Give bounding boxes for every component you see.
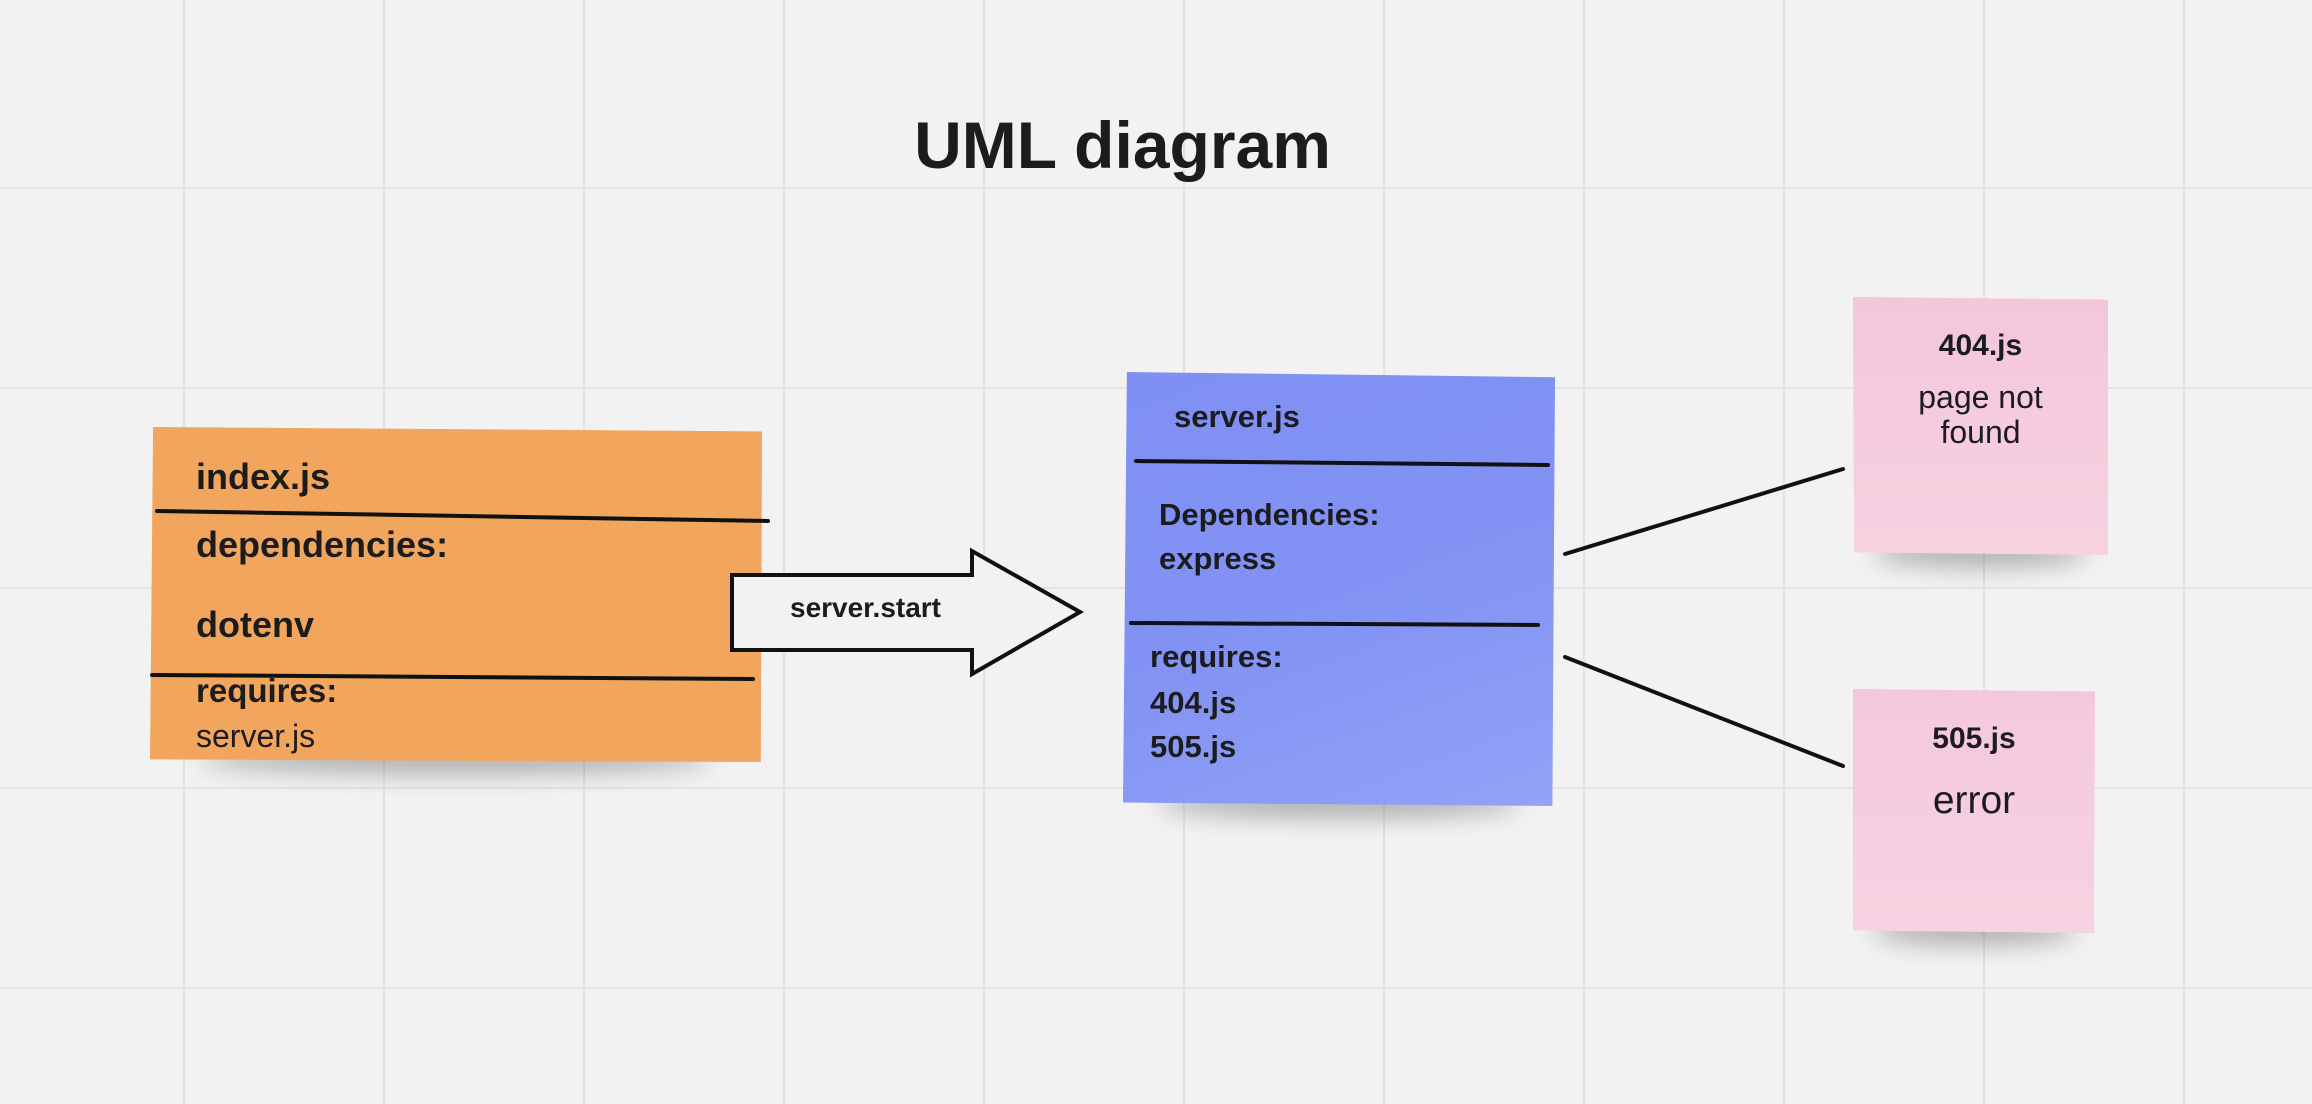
diagram-title: UML diagram: [914, 108, 1331, 182]
dependency-item: dotenv: [196, 604, 315, 645]
dependencies-label: dependencies:: [196, 524, 449, 565]
note-description: error: [1932, 779, 2016, 822]
required-item: 505.js: [1150, 729, 1237, 764]
sticky-note-index-js[interactable]: index.js dependencies: dotenv requires: …: [150, 427, 762, 774]
sticky-note-404-js[interactable]: 404.js page not found: [1853, 297, 2108, 567]
connector-line: [1563, 467, 1845, 556]
arrow-label: server.start: [790, 592, 942, 623]
sticky-note-server-js[interactable]: server.js Dependencies: express requires…: [1123, 372, 1555, 818]
dependency-item: express: [1159, 541, 1277, 576]
required-item: 404.js: [1150, 685, 1237, 720]
requires-label: requires:: [1150, 639, 1283, 674]
dependencies-label: Dependencies:: [1159, 497, 1380, 532]
note-title: 505.js: [1932, 722, 2016, 755]
note-title: 404.js: [1938, 329, 2023, 362]
required-item: server.js: [196, 718, 316, 754]
note-title: index.js: [196, 456, 331, 497]
note-title: server.js: [1174, 399, 1300, 434]
connector-line: [1563, 655, 1845, 768]
sticky-note-505-js[interactable]: 505.js error: [1853, 689, 2095, 945]
requires-label: requires:: [196, 672, 338, 709]
note-description: page not found: [1918, 379, 2043, 450]
